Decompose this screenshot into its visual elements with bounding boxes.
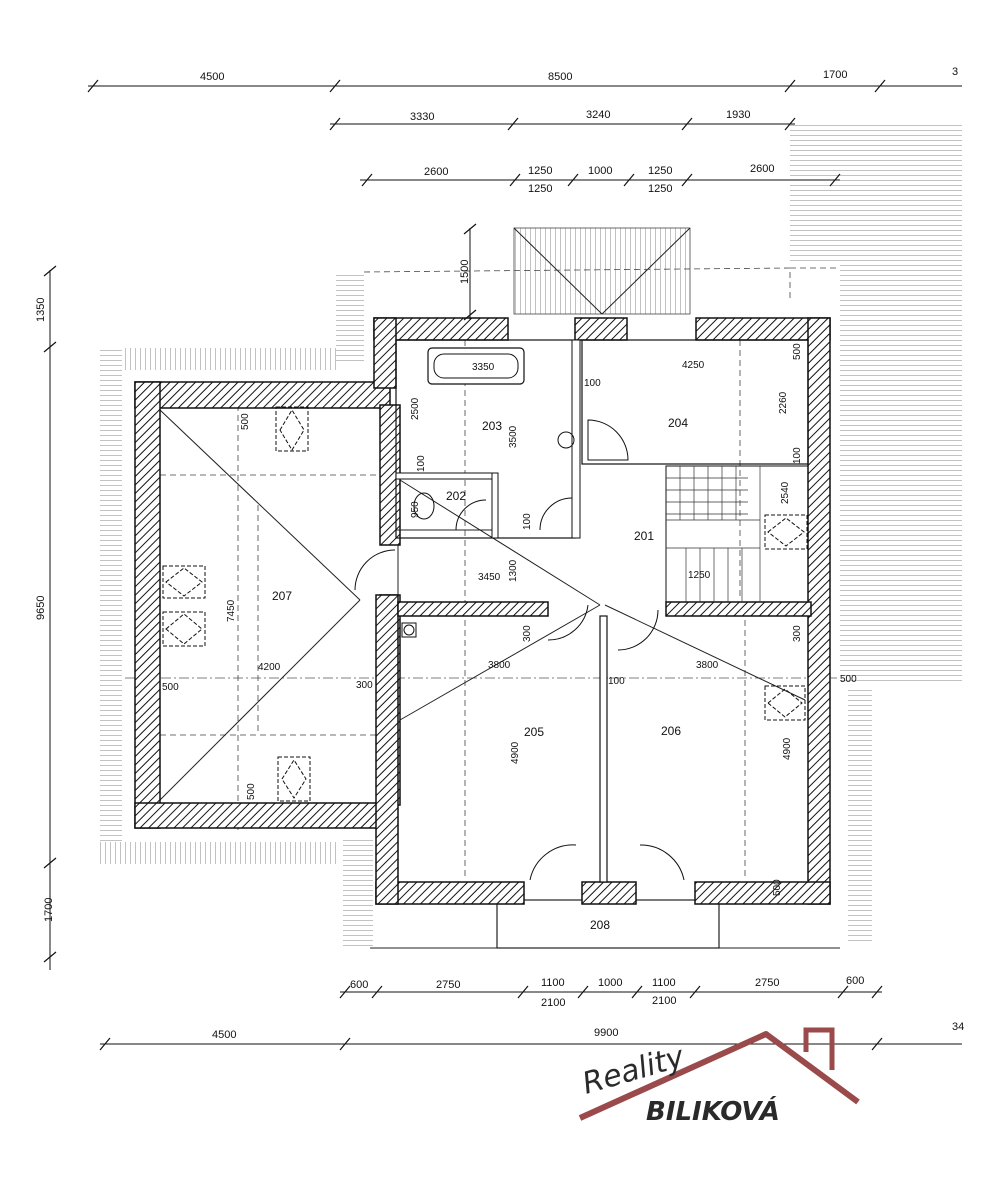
dim-100d: 100 — [792, 447, 803, 464]
dim-500b: 500 — [162, 682, 179, 693]
dim-left-9650: 9650 — [35, 596, 47, 620]
inner-dimensions: 3350 4250 2260 2500 3500 2540 3450 1300 … — [162, 343, 857, 896]
skylight-icon — [277, 756, 311, 802]
skylight-icon — [162, 565, 206, 599]
dim-top-3240: 3240 — [586, 109, 610, 121]
dim-500a: 500 — [240, 413, 251, 430]
dim-bot-34: 34 — [952, 1021, 964, 1033]
dim-bot-1100b: 1100 — [652, 977, 676, 989]
room-204: 204 — [668, 416, 688, 430]
dim-4900b: 4900 — [782, 737, 793, 760]
dim-300c: 300 — [792, 625, 803, 642]
logo-bilikova: BILIKOVÁ — [646, 1095, 780, 1127]
fixtures — [401, 347, 575, 638]
room-206: 206 — [661, 724, 681, 738]
walls — [134, 317, 831, 905]
toilet-icon — [413, 492, 435, 520]
dim-bot-9900: 9900 — [594, 1027, 618, 1039]
dim-top-1930: 1930 — [726, 109, 750, 121]
dim-bot-1100a: 1100 — [541, 977, 565, 989]
dim-top-1250a: 1250 — [528, 165, 552, 177]
dim-3800b: 3800 — [696, 660, 719, 671]
dim-950: 950 — [410, 501, 421, 518]
room-labels: 201 202 203 204 205 206 207 208 — [272, 416, 688, 932]
dim-top-1250b: 1250 — [648, 165, 672, 177]
doors — [354, 419, 685, 881]
dim-2500: 2500 — [410, 397, 421, 420]
dim-bot-2100a: 2100 — [541, 997, 565, 1009]
skylights — [162, 406, 808, 802]
dim-bot-600a: 600 — [350, 979, 368, 991]
dim-500f: 500 — [772, 879, 783, 896]
dim-4200: 4200 — [258, 662, 281, 673]
dim-bot-4500: 4500 — [212, 1029, 236, 1041]
room-202: 202 — [446, 489, 466, 503]
dim-2540: 2540 — [780, 481, 791, 504]
dim-100a: 100 — [584, 378, 601, 389]
dim-7450: 7450 — [226, 599, 237, 622]
roof-areas — [100, 125, 962, 950]
dim-500d: 500 — [792, 343, 803, 360]
dim-left-1700: 1700 — [43, 898, 55, 922]
skylight-icon — [764, 514, 808, 550]
dim-1500: 1500 — [459, 260, 471, 284]
dim-100b: 100 — [416, 455, 427, 472]
room-205: 205 — [524, 725, 544, 739]
dim-1300: 1300 — [508, 559, 519, 582]
dim-3800a: 3800 — [488, 660, 511, 671]
dim-1250: 1250 — [688, 570, 711, 581]
room-201: 201 — [634, 529, 654, 543]
dim-4250: 4250 — [682, 360, 705, 371]
dim-top-1700: 1700 — [823, 69, 847, 81]
roof-outline — [125, 267, 840, 880]
dim-100c: 100 — [522, 513, 533, 530]
dim-500e: 500 — [840, 674, 857, 685]
dim-300b: 300 — [522, 625, 533, 642]
dim-top-1250c: 1250 — [528, 183, 552, 195]
skylight-icon — [275, 406, 309, 452]
sink-icon — [557, 431, 575, 449]
room-203: 203 — [482, 419, 502, 433]
room-207: 207 — [272, 589, 292, 603]
dim-4900a: 4900 — [510, 741, 521, 764]
dim-top-1000: 1000 — [588, 165, 612, 177]
interior-lines — [395, 339, 809, 603]
dim-bot-600b: 600 — [846, 975, 864, 987]
dim-bot-2750a: 2750 — [436, 979, 460, 991]
logo: Reality BILIKOVÁ — [579, 1027, 860, 1127]
dim-bot-2100b: 2100 — [652, 995, 676, 1007]
dim-3350: 3350 — [472, 362, 495, 373]
dim-top-3330: 3330 — [410, 111, 434, 123]
dim-top-4500: 4500 — [200, 71, 224, 83]
dim-2260: 2260 — [778, 391, 789, 414]
dim-500c: 500 — [246, 783, 257, 800]
dim-bot-1000: 1000 — [598, 977, 622, 989]
dim-top-3: 3 — [952, 66, 958, 78]
dim-bot-2750b: 2750 — [755, 977, 779, 989]
room-208: 208 — [590, 918, 610, 932]
dim-3450: 3450 — [478, 572, 501, 583]
dim-300a: 300 — [356, 680, 373, 691]
dim-3500: 3500 — [508, 425, 519, 448]
dim-top-2600a: 2600 — [424, 166, 448, 178]
skylight-icon — [764, 685, 806, 721]
dim-left-1350: 1350 — [35, 298, 47, 322]
bathtub-icon — [427, 347, 525, 385]
dim-top-1250d: 1250 — [648, 183, 672, 195]
dim-100e: 100 — [608, 676, 625, 687]
dim-top-8500: 8500 — [548, 71, 572, 83]
skylight-icon — [162, 611, 206, 647]
dim-top-2600b: 2600 — [750, 163, 774, 175]
dimension-lines: 4500 8500 1700 3 3330 3240 1930 2600 125… — [35, 66, 964, 1051]
